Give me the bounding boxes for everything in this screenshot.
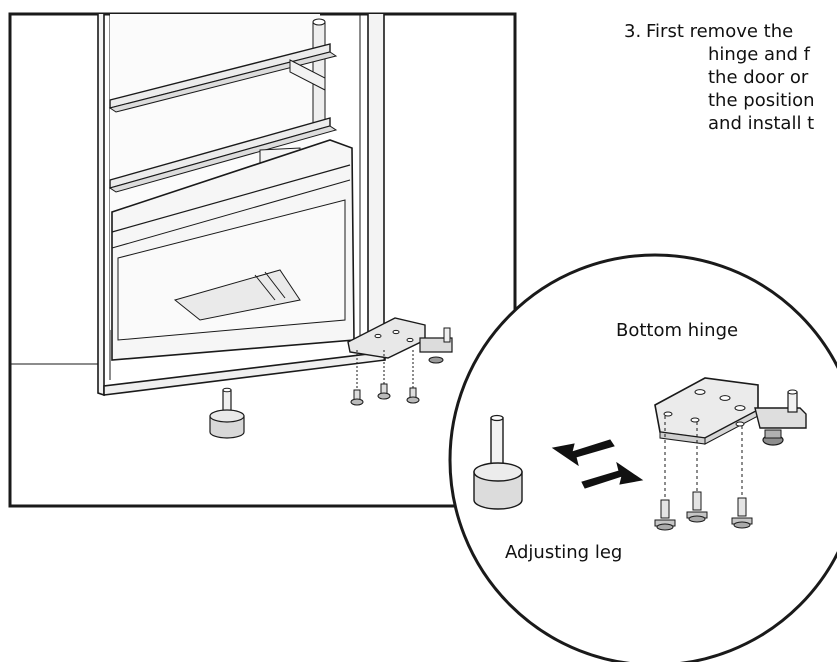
main-illustration-panel xyxy=(8,12,517,508)
adjusting-leg-large xyxy=(473,414,523,510)
bottom-hinge-small xyxy=(347,317,453,406)
step-number: 3. xyxy=(624,21,642,42)
swap-arrows-icon xyxy=(551,439,644,489)
screw-small xyxy=(377,383,391,400)
callout-circle xyxy=(448,253,837,662)
bottom-hinge-label: Bottom hinge xyxy=(616,320,739,341)
bottom-hinge-large xyxy=(654,377,807,531)
screw-large xyxy=(654,499,676,531)
screw-large xyxy=(731,497,753,529)
instruction-line-5: and install t xyxy=(708,113,815,134)
adjusting-leg-small xyxy=(209,387,245,439)
instruction-line-1: 3.First remove the xyxy=(624,21,794,42)
refrigerator-cabinet xyxy=(97,14,386,397)
adjusting-leg-label: Adjusting leg xyxy=(505,542,623,563)
screw-large xyxy=(686,491,708,523)
instruction-text: 3.First remove the hinge and f the door … xyxy=(624,20,837,135)
magnified-callout xyxy=(448,253,837,662)
instruction-line-4: the position xyxy=(708,90,815,111)
instruction-line-3: the door or xyxy=(708,67,809,88)
screw-small xyxy=(350,389,364,406)
instruction-line-2: hinge and f xyxy=(708,44,810,65)
screw-small xyxy=(406,387,420,404)
